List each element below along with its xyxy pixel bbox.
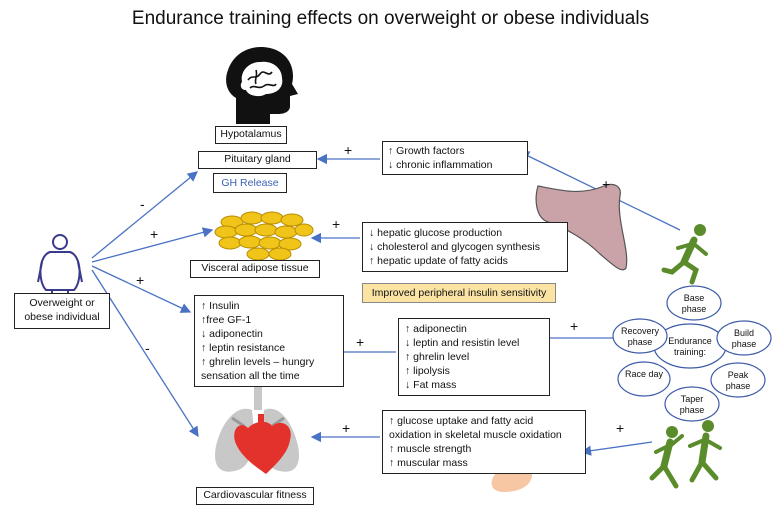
runner-icon <box>661 224 708 285</box>
growth-factors-box: ↑ Growth factors ↓ chronic inflammation <box>382 141 528 175</box>
hormone-line: ↑ leptin resistance <box>201 342 286 354</box>
head-brain-icon <box>226 46 298 124</box>
phase-base: Base phase <box>681 293 707 314</box>
hormone-line: ↑ ghrelin levels – hungry <box>201 356 315 368</box>
athletes-icon <box>649 420 722 489</box>
muscle-effects-box: ↑ glucose uptake and fatty acid oxidatio… <box>382 410 586 474</box>
hormone-line: sensation all the time <box>201 370 300 382</box>
phase-taper: Taper phase <box>679 394 705 415</box>
sign-person-hormone: + <box>136 272 145 288</box>
insulin-sensitivity-note: Improved peripheral insulin sensitivity <box>362 283 556 303</box>
lungs-heart-icon <box>214 384 300 474</box>
liver-line: ↑ hepatic update of fatty acids <box>369 255 508 267</box>
overweight-person-icon <box>37 234 83 304</box>
adipo-line: ↓ Fat mass <box>405 379 457 391</box>
liver-line: ↓ cholesterol and glycogen synthesis <box>369 241 541 253</box>
hormone-line: ↑free GF-1 <box>201 314 252 326</box>
muscle-line: ↑ muscle strength <box>389 443 472 455</box>
arrow-person-to-hormone <box>91 265 192 313</box>
sign-adipo-hormone: + <box>356 334 365 350</box>
phase-race: Race day <box>624 369 664 379</box>
hormone-line: ↑ Insulin <box>201 300 240 312</box>
muscle-line: oxidation in skeletal muscle oxidation <box>389 429 562 441</box>
fat-cells-icon <box>214 211 314 261</box>
hypothalamus-box: Hypotalamus <box>215 126 287 144</box>
pituitary-box: Pituitary gland <box>198 151 317 169</box>
liver-line: ↓ hepatic glucose production <box>369 227 503 239</box>
hormone-line: ↓ adiponectin <box>201 328 263 340</box>
gh-release-box: GH Release <box>213 173 287 193</box>
diagram-title: Endurance training effects on overweight… <box>131 8 650 29</box>
adipo-line: ↓ leptin and resistin level <box>405 337 520 349</box>
phase-peak: Peak phase <box>725 370 751 391</box>
growth-line: ↓ chronic inflammation <box>388 159 493 171</box>
sign-person-visceral: + <box>150 226 159 242</box>
sign-runner-growth: + <box>602 176 611 192</box>
visceral-adipose-box: Visceral adipose tissue <box>190 260 320 278</box>
sign-muscle-cardio: + <box>342 420 351 436</box>
arrow-person-to-visceral <box>91 227 214 263</box>
muscle-line: ↑ glucose uptake and fatty acid <box>389 415 534 427</box>
phase-recovery: Recovery phase <box>620 326 659 347</box>
sign-liver-visceral: + <box>332 216 341 232</box>
training-cycle <box>612 285 772 422</box>
overweight-label-box: Overweight or obese individual <box>14 293 110 329</box>
sign-person-cardio: - <box>145 340 150 356</box>
adipo-line: ↑ lipolysis <box>405 365 450 377</box>
sign-athletes-muscle: + <box>616 420 625 436</box>
sign-cycle-adipo: + <box>570 318 579 334</box>
liver-effects-box: ↓ hepatic glucose production ↓ cholester… <box>362 222 568 272</box>
muscle-line: ↑ muscular mass <box>389 457 468 469</box>
sign-person-brain: - <box>140 196 145 212</box>
arrow-athletes-to-muscle <box>580 441 653 456</box>
adipo-line: ↑ adiponectin <box>405 323 467 335</box>
sign-growth-pituitary: + <box>344 142 353 158</box>
adipo-line: ↑ ghrelin level <box>405 351 470 363</box>
adipo-effects-box: ↑ adiponectin ↓ leptin and resistin leve… <box>398 318 550 396</box>
arrow-person-to-brain <box>91 171 199 259</box>
phase-build: Build phase <box>731 328 757 349</box>
hormone-effects-box: ↑ Insulin ↑free GF-1 ↓ adiponectin ↑ lep… <box>194 295 344 387</box>
cycle-center-label: Endurance training: <box>668 336 712 357</box>
growth-line: ↑ Growth factors <box>388 145 465 157</box>
cardio-fitness-box: Cardiovascular fitness <box>196 487 314 505</box>
